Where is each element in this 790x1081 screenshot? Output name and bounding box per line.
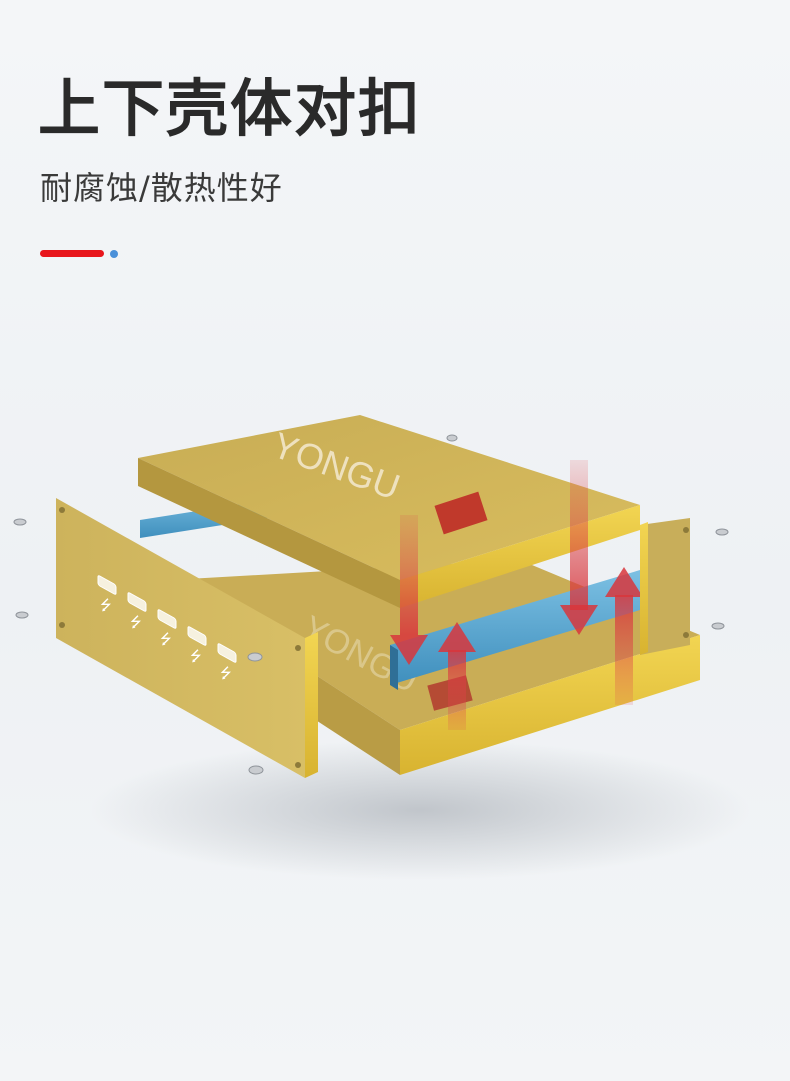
screw-icon [711, 622, 725, 630]
heat-flow-arrows [390, 460, 643, 730]
hdmi-port-icon [187, 626, 207, 646]
page-subtitle: 耐腐蚀/散热性好 [40, 169, 283, 207]
screw-icon [13, 518, 27, 526]
hdmi-port-icon [217, 643, 237, 663]
accent-dot [110, 250, 118, 258]
screw-icon [248, 765, 264, 775]
usb-icon: ⭍ [190, 649, 202, 665]
usb-icon: ⭍ [100, 598, 112, 614]
usb-icon: ⭍ [220, 666, 232, 682]
accent-bar [40, 250, 104, 257]
back-panel [640, 518, 690, 655]
screw-icon [15, 611, 29, 619]
hdmi-port-icon [157, 609, 177, 629]
usb-icon: ⭍ [160, 632, 172, 648]
hdmi-port-icon [127, 592, 147, 612]
ground-shadow [90, 740, 750, 880]
usb-icon: ⭍ [130, 615, 142, 631]
page-title: 上下壳体对扣 [38, 72, 423, 145]
front-panel: ⭍ ⭍ ⭍ ⭍ ⭍ [56, 498, 318, 778]
screw-icon [446, 434, 458, 442]
hdmi-port-icon [97, 575, 117, 595]
screw-icon [715, 528, 729, 536]
product-illustration: YONGU YONGU [0, 380, 790, 900]
screws [13, 434, 729, 775]
screw-icon [247, 652, 263, 662]
